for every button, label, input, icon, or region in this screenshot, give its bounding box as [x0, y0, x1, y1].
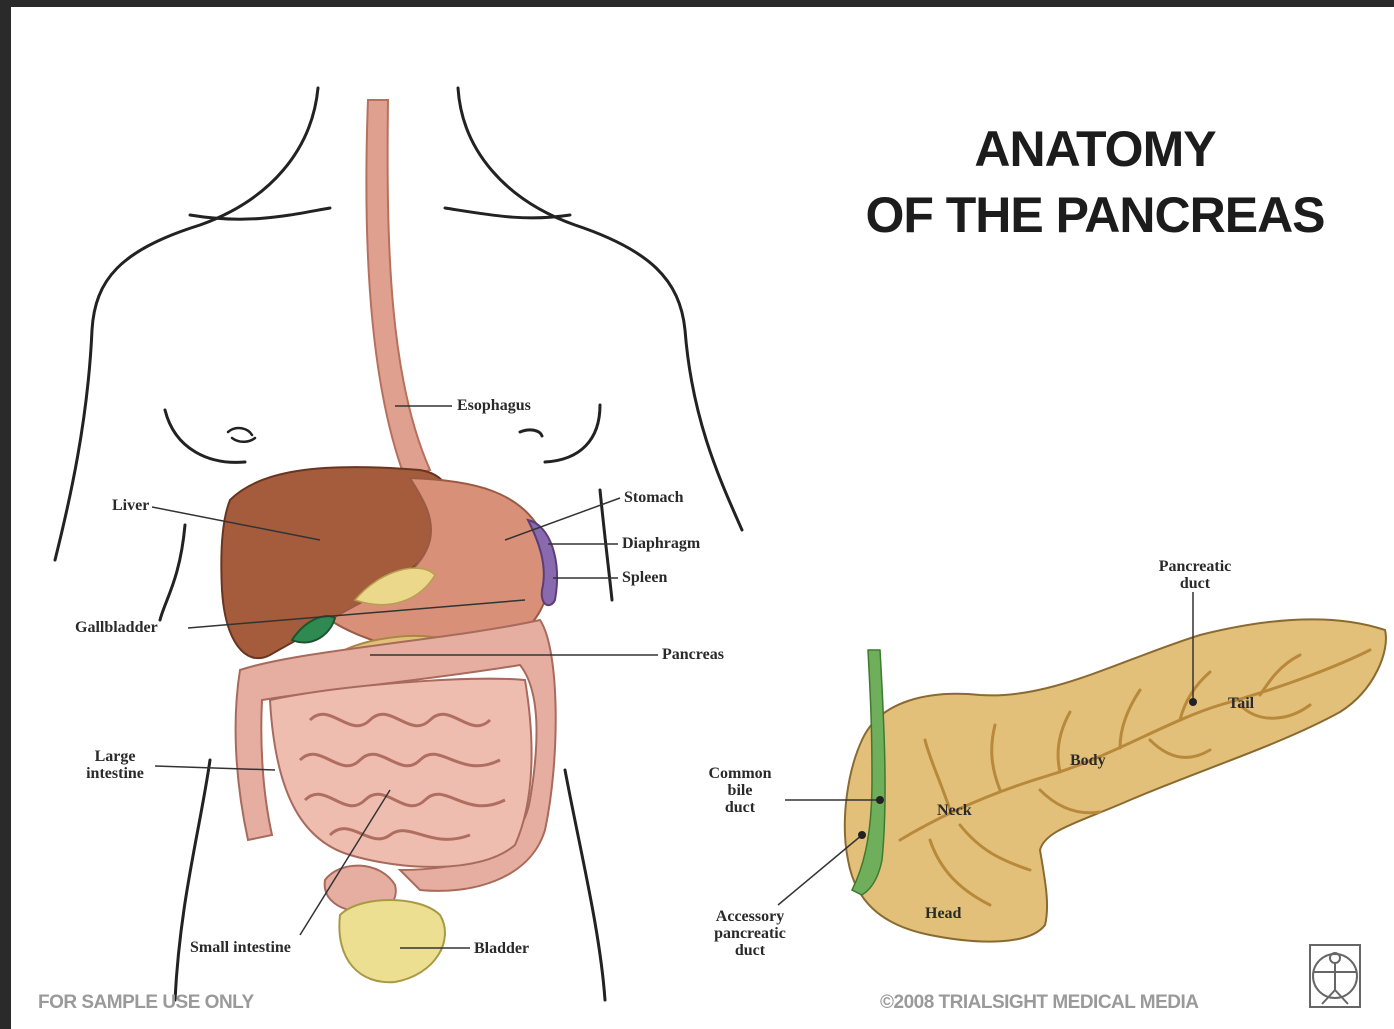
label-pancreas: Pancreas: [662, 646, 724, 663]
label-small-intestine: Small intestine: [190, 939, 291, 956]
label-diaphragm: Diaphragm: [622, 535, 700, 552]
label-accessory-duct-line-1: Accessory: [695, 908, 805, 925]
label-pancreatic-duct-line-1: Pancreatic: [1140, 558, 1250, 575]
label-neck: Neck: [937, 802, 972, 819]
label-large-intestine-line-2: intestine: [70, 765, 160, 782]
label-esophagus: Esophagus: [457, 397, 531, 414]
label-tail: Tail: [1228, 695, 1254, 712]
label-pancreatic-duct: Pancreatic duct: [1140, 558, 1250, 592]
label-accessory-duct-line-2: pancreatic: [695, 925, 805, 942]
label-gallbladder: Gallbladder: [75, 619, 158, 636]
label-pancreatic-duct-line-2: duct: [1140, 575, 1250, 592]
label-common-bile-duct: Common bile duct: [690, 765, 790, 816]
label-spleen: Spleen: [622, 569, 667, 586]
label-bladder: Bladder: [474, 940, 529, 957]
label-large-intestine-line-1: Large: [70, 748, 160, 765]
label-large-intestine: Large intestine: [70, 748, 160, 782]
label-accessory-duct-line-3: duct: [695, 942, 805, 959]
label-liver: Liver: [112, 497, 149, 514]
label-head: Head: [925, 905, 961, 922]
title-line-2: OF THE PANCREAS: [830, 190, 1360, 240]
footer-copyright: ©2008 TRIALSIGHT MEDICAL MEDIA: [880, 992, 1199, 1014]
label-common-bile-duct-line-1: Common: [690, 765, 790, 782]
label-accessory-pancreatic-duct: Accessory pancreatic duct: [695, 908, 805, 959]
title-line-1: ANATOMY: [830, 124, 1360, 174]
footer-sample-notice: FOR SAMPLE USE ONLY: [38, 992, 254, 1014]
label-common-bile-duct-line-3: duct: [690, 799, 790, 816]
label-body: Body: [1070, 752, 1106, 769]
label-common-bile-duct-line-2: bile: [690, 782, 790, 799]
label-stomach: Stomach: [624, 489, 684, 506]
